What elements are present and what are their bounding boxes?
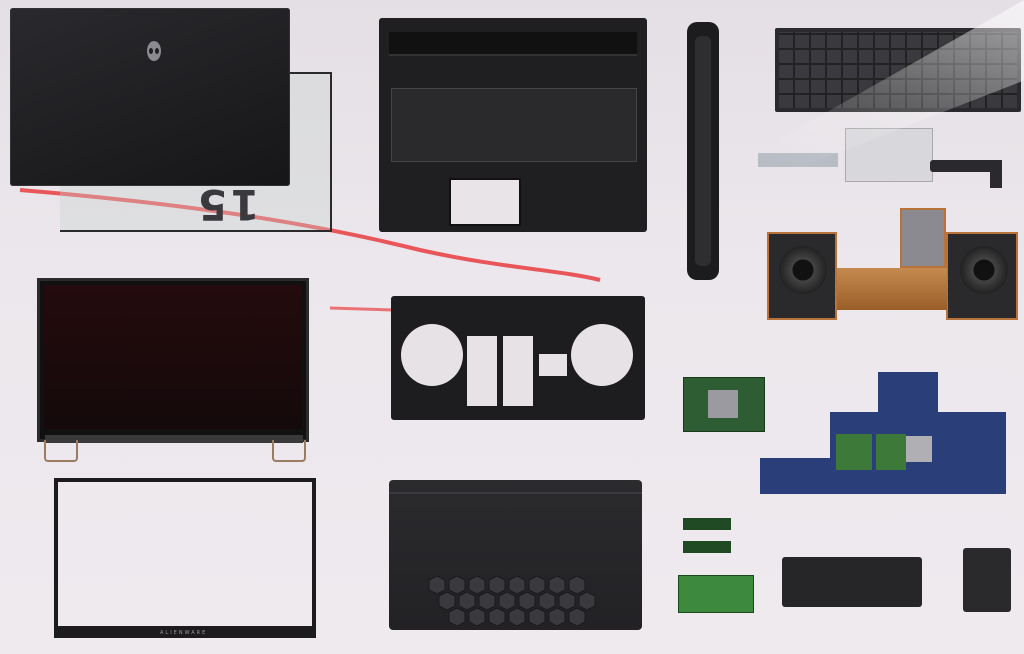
alien-head-logo-icon — [147, 41, 161, 61]
battery — [782, 557, 922, 607]
keyboard-frame — [391, 88, 637, 162]
left-hinge — [44, 440, 78, 462]
vent-slot — [695, 36, 711, 266]
left-fan-opening — [401, 324, 463, 386]
m2-ssd-1 — [683, 518, 731, 530]
m2-ssd-2 — [683, 541, 731, 553]
gpu-chip — [708, 390, 738, 418]
rear-vent-bar — [687, 22, 719, 280]
fan-blades-icon — [960, 246, 1008, 294]
right-fan-opening — [571, 324, 633, 386]
ram-module-right — [876, 434, 906, 470]
board-top-section — [878, 372, 938, 412]
internal-chassis-frame — [391, 296, 645, 420]
hexagon-vent-grille — [428, 576, 596, 627]
ram-module-left — [836, 434, 872, 470]
left-cooling-fan — [767, 232, 837, 320]
small-bracket — [758, 153, 838, 167]
heatsink-plate — [900, 208, 946, 268]
display-connector-strip — [45, 435, 303, 443]
right-cooling-fan — [946, 232, 1018, 320]
right-hinge — [272, 440, 306, 462]
lid-top-cover — [10, 8, 290, 186]
speaker-right — [990, 160, 1002, 188]
frame-cutout-center — [503, 336, 533, 406]
motherboard — [760, 372, 1006, 496]
metal-bracket — [845, 128, 933, 182]
keyboard — [775, 28, 1021, 112]
bottom-base-cover — [389, 480, 642, 630]
model-number-text: 15 — [195, 180, 260, 229]
small-enclosure — [963, 548, 1011, 612]
cpu-socket — [906, 436, 932, 462]
lcd-screen — [44, 285, 302, 429]
frame-cutout-right — [539, 354, 567, 376]
heat-pipes — [837, 268, 947, 310]
display-panel — [37, 278, 309, 442]
touchpad-board — [678, 575, 754, 613]
frame-cutout-left — [467, 336, 497, 406]
hinge-cover-bar — [389, 32, 637, 56]
bezel-brand-text: ALIENWARE — [160, 630, 208, 636]
touchpad-cutout — [449, 178, 521, 226]
base-edge-line — [389, 492, 642, 494]
fan-blades-icon — [779, 246, 827, 294]
keycap-grid — [779, 32, 1017, 108]
palmrest-top-case — [379, 18, 647, 232]
graphics-card — [683, 377, 765, 432]
display-bezel: ALIENWARE — [54, 478, 316, 638]
